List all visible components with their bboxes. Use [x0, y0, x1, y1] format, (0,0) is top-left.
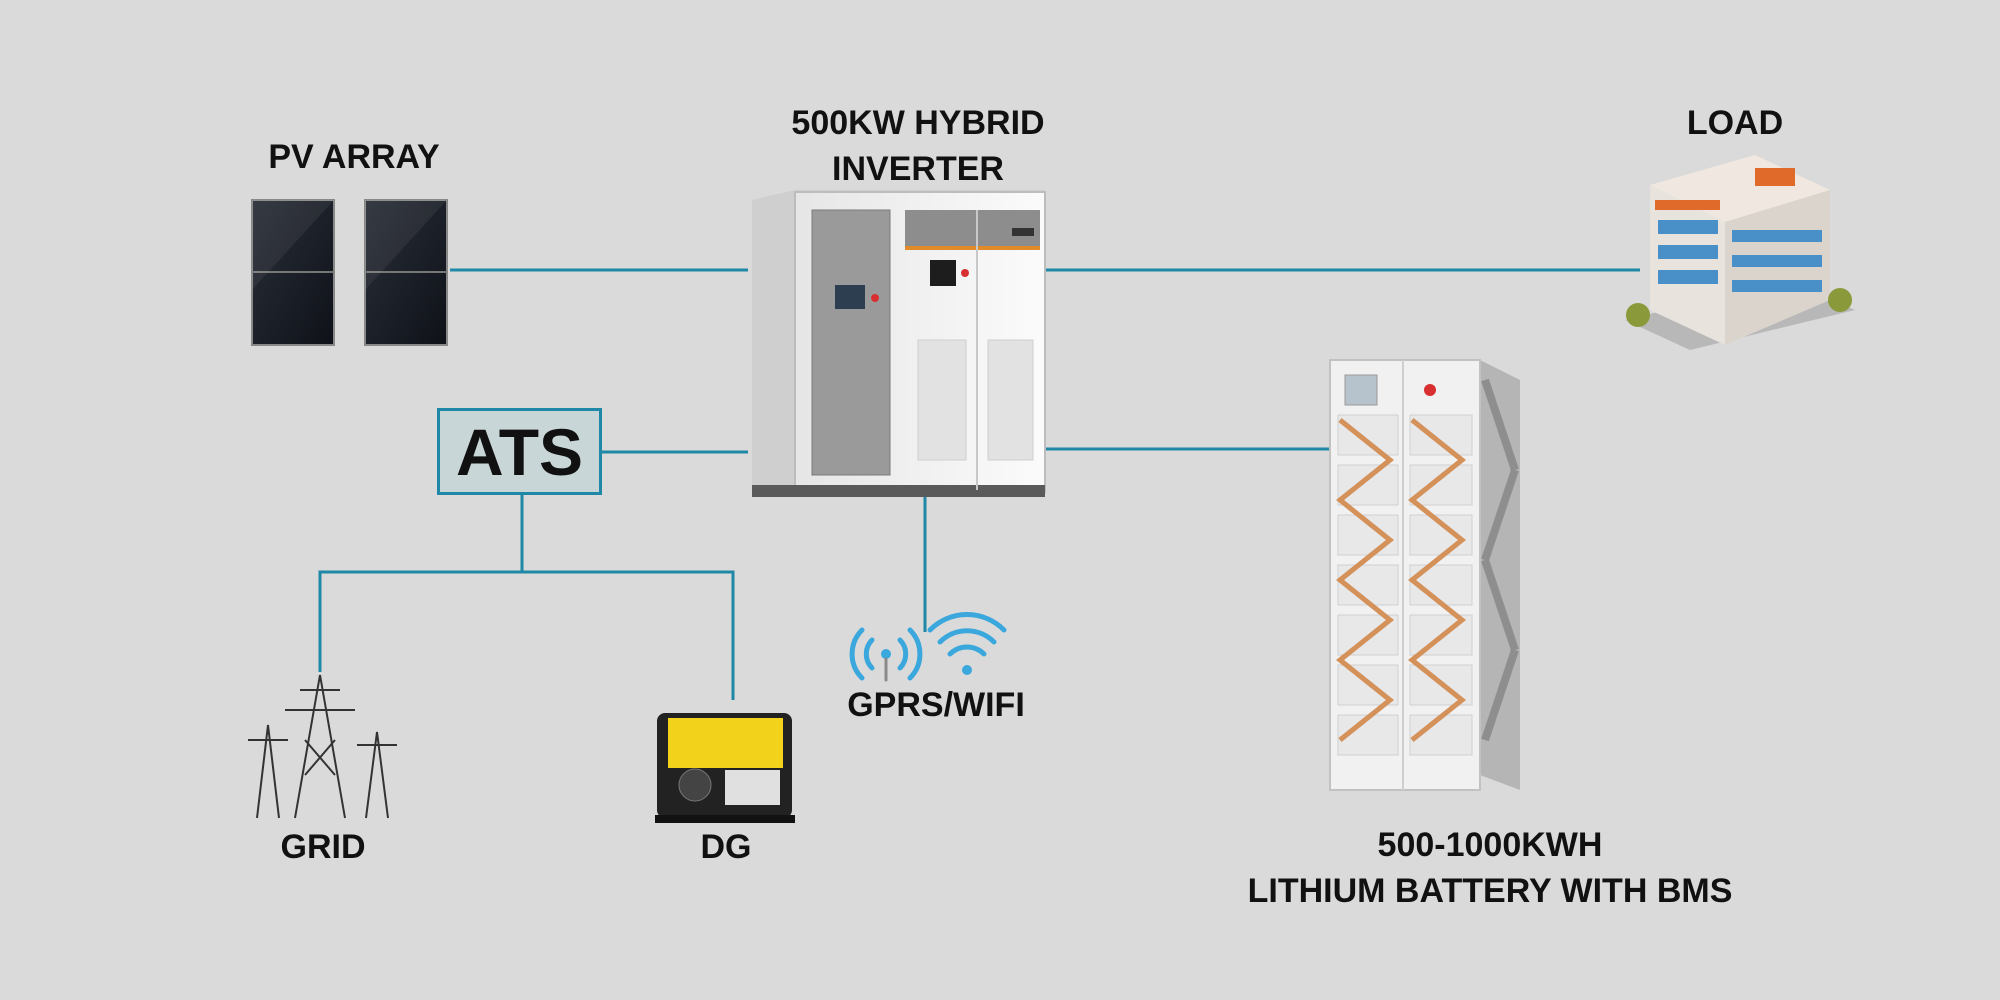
battery-label: 500-1000KWH LITHIUM BATTERY WITH BMS [1247, 826, 1733, 910]
line-ats-dg [522, 570, 735, 700]
generator-icon [655, 713, 795, 823]
power-tower-icon [248, 674, 397, 819]
connector-lines [318, 268, 1640, 700]
inverter-label: 500KW HYBRID INVERTER [791, 104, 1045, 188]
line-ats-grid-dg [318, 495, 524, 672]
wireless-signal-icon [849, 612, 1007, 682]
pv-array-label: PV ARRAY [268, 138, 440, 176]
dg-label: DG [700, 828, 752, 866]
solar-panel-icon [251, 199, 448, 346]
inverter-cabinet-icon [752, 190, 1046, 497]
building-icon [1625, 155, 1855, 350]
grid-label: GRID [280, 828, 366, 866]
battery-rack-icon [1329, 359, 1520, 791]
load-label: LOAD [1686, 104, 1784, 142]
ats-label: ATS [455, 414, 584, 489]
ats-box: ATS [437, 408, 602, 495]
comms-label: GPRS/WIFI [847, 686, 1025, 724]
